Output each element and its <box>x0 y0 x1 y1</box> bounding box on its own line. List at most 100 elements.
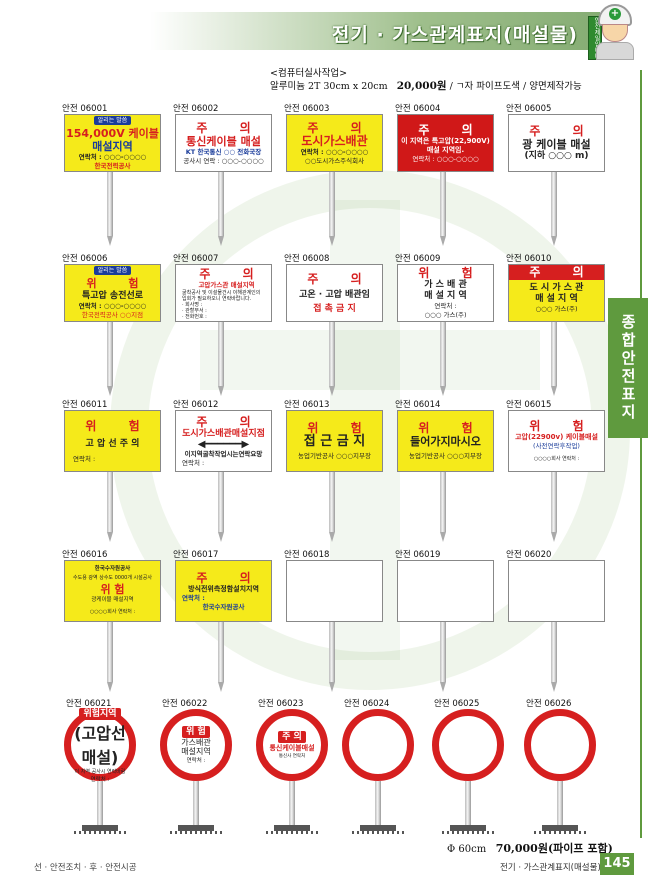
product-code: 안전 06017 <box>173 550 219 560</box>
pole-base <box>360 825 396 831</box>
sign-card[interactable]: 안전 06006 알리는 말씀 위 험 특고압 송전선로 연락처 : ○○○-○… <box>62 252 166 402</box>
sign-pole <box>329 322 335 386</box>
sign-text: 연락처 : ○○○-○○○○ <box>78 302 147 310</box>
sign-heading: 주 의 <box>509 265 604 280</box>
sign-heading: 위 험 <box>307 421 376 435</box>
sign-card[interactable]: 안전 06018 <box>284 548 388 698</box>
product-code: 안전 06014 <box>395 400 441 410</box>
sign-card[interactable]: 안전 06007 주 의 고압가스관 매설지역 굴착공사 및 이설물건시 이해관… <box>173 252 277 402</box>
sign-text: 굴착공사 및 이설물건시 이해관계인의 <box>182 289 261 296</box>
product-code: 안전 06003 <box>284 104 330 114</box>
sign-text: 고 압 선 주 의 <box>85 438 140 449</box>
sign-card[interactable]: 안전 06010 주 의 도 시 가 스 관 매 설 지 역 ○○○ 가스(주) <box>506 252 610 402</box>
product-code: 안전 06022 <box>162 699 208 709</box>
sign-heading: 위 험 <box>529 418 598 433</box>
sign-heading: 주 의 <box>418 122 487 137</box>
sign-board-blank <box>286 560 383 622</box>
sign-card[interactable]: 안전 06004 주 의 이 지역은 특고압(22,900V) 매설 지역임. … <box>395 102 499 252</box>
spec-block: <컴퓨터실사작업> 알루미늄 2T 30cm x 20cm 20,000원 / … <box>270 68 582 93</box>
sign-board: 위 험 고 압 선 주 의 연락처 : <box>64 410 161 472</box>
sign-card[interactable]: 안전 06005 주 의 광 케이블 매설 (지하 ○○○ m) <box>506 102 610 252</box>
sign-text: 특고압 송전선로 <box>81 291 144 301</box>
sign-card[interactable]: 안전 06003 주 의 도시가스배관 연락처 : ○○○-○○○○ ○○도시가… <box>284 102 388 252</box>
sign-card[interactable]: 안전 06019 <box>395 548 499 698</box>
sign-card[interactable]: 안전 06015 위 험 고압(22900v) 케이블매설 (사전연락후작업) … <box>506 398 610 548</box>
product-code: 안전 06024 <box>344 699 390 709</box>
sign-heading: 주 의 <box>307 271 376 286</box>
round-sign-card[interactable]: 안전 06026 <box>522 697 606 847</box>
sign-text: 연락처 : ○○○-○○○○ <box>300 147 369 156</box>
pole-base <box>82 825 118 831</box>
sign-card[interactable]: 안전 06017 주 의 방식전위측정함설치지역 연락처 : 한국수자원공사 <box>173 548 277 698</box>
sign-text: 수도용 광역 상수도 0000개 시설공사 <box>73 575 152 581</box>
sign-pole <box>289 781 295 825</box>
sign-pole <box>193 781 199 825</box>
sign-text: 154,000V 케이블 <box>66 126 159 140</box>
product-code: 안전 06007 <box>173 254 219 264</box>
product-code: 안전 06012 <box>173 400 219 410</box>
sign-board: 위 험 가 스 배 관 매 설 지 역 연락처 : ○○○ 가스(주) <box>397 264 494 322</box>
round-sign-card[interactable]: 안전 06022 위 험 가스배관 매설지역 연락처 : <box>158 697 242 847</box>
sign-board: 주 의 이 지역은 특고압(22,900V) 매설 지역임. 연락처 : ○○○… <box>397 114 494 172</box>
mascot-icon: 안전제일입니다 + <box>584 2 646 62</box>
spec-options: / ㄱ자 파이프도색 / 양면제작가능 <box>449 81 582 92</box>
sign-card[interactable]: 안전 06001 알리는 말씀 154,000V 케이블 매설지역 연락처 : … <box>62 102 166 252</box>
sign-pole <box>551 472 557 532</box>
sign-text: 통신케이블매설 <box>269 744 315 752</box>
sign-text: · 회사명 : <box>182 301 203 308</box>
sign-card[interactable]: 안전 06008 주 의 고온 · 고압 배관임 접 촉 금 지 <box>284 252 388 402</box>
sign-pole <box>218 172 224 236</box>
sign-pole <box>107 172 113 236</box>
sign-heading: 주 의 <box>196 120 265 135</box>
pole-base <box>274 825 310 831</box>
sign-heading: 위 험 <box>85 418 154 433</box>
sign-pole <box>329 172 335 236</box>
sign-text: ○○○○회사 연락처 : <box>89 609 136 615</box>
sign-pole <box>465 781 471 825</box>
sign-text: 통신사 연락처 <box>278 754 306 759</box>
product-code: 안전 06009 <box>395 254 441 264</box>
sign-text: 이 지역 공사시 연락바람 <box>74 768 126 775</box>
sign-text: · 관할부서 : <box>182 307 207 314</box>
sign-text: 가 스 배 관 <box>424 280 467 290</box>
sign-card[interactable]: 안전 06013 위 험 접 근 금 지 농업기반공사 ○○○지부장 <box>284 398 388 548</box>
page-number: 145 <box>600 853 634 875</box>
sign-card[interactable]: 안전 06002 주 의 통신케이블 매설 KT 한국통신 ○○ 전화국장 공사… <box>173 102 277 252</box>
footer-slogan: 선 · 안전조치 · 후 · 안전시공 <box>34 863 137 873</box>
sign-heading: 위험지역 <box>79 707 121 720</box>
sign-text: 매설지역 <box>181 747 211 756</box>
sign-card[interactable]: 안전 06020 <box>506 548 610 698</box>
round-sign-card[interactable]: 안전 06021 위험지역 (고압선매설) 이 지역 공사시 연락바람 연락처 … <box>62 697 146 847</box>
sign-text: KT 한국통신 ○○ 전화국장 <box>185 147 262 156</box>
sign-heading: 위 험 <box>418 421 487 435</box>
sign-text: ○○○ 가스(주) <box>535 305 578 313</box>
sign-card[interactable]: 안전 06014 위 험 들어가지마시오 농업기반공사 ○○○지부장 <box>395 398 499 548</box>
header-band <box>0 12 600 50</box>
round-sign-card[interactable]: 안전 06023 주 의 통신케이블매설 통신사 연락처 <box>254 697 338 847</box>
sign-text: (사전연락후작업) <box>533 441 580 450</box>
sign-text: ○○○ 가스(주) <box>424 311 467 319</box>
side-rule <box>640 438 642 838</box>
round-sign-card[interactable]: 안전 06025 <box>430 697 514 847</box>
sign-text: 들어가지마시오 <box>410 435 481 448</box>
sign-card[interactable]: 안전 06011 위 험 고 압 선 주 의 연락처 : <box>62 398 166 548</box>
product-code: 안전 06026 <box>526 699 572 709</box>
sign-text: ○○도시가스주식회사 <box>304 156 365 165</box>
sign-card[interactable]: 안전 06016 한국수자원공사 수도용 광역 상수도 0000개 시설공사 위… <box>62 548 166 698</box>
sign-card[interactable]: 안전 06009 위 험 가 스 배 관 매 설 지 역 연락처 : ○○○ 가… <box>395 252 499 402</box>
round-sign-card[interactable]: 안전 06024 <box>340 697 424 847</box>
sign-text: 통신케이블 매설 <box>186 134 261 148</box>
arrow-icon: ◀━━━━━━▶ <box>197 438 250 450</box>
sign-text: 광 케이블 매설 <box>522 138 591 151</box>
sign-board: 주 의 도시가스배관 연락처 : ○○○-○○○○ ○○도시가스주식회사 <box>286 114 383 172</box>
sign-card[interactable]: 안전 06012 주 의 도시가스배관매설지점 ◀━━━━━━▶ 이지역굴착작업… <box>173 398 277 548</box>
product-code: 안전 06013 <box>284 400 330 410</box>
notice-badge: 알리는 말씀 <box>93 115 132 125</box>
background-watermark-bar <box>200 330 540 390</box>
sign-heading: 위 험 <box>182 726 210 738</box>
sign-text: 고압(22900v) 케이블매설 <box>515 432 598 441</box>
sign-text: 광케이블 매설지역 <box>91 597 134 603</box>
product-code: 안전 06021 <box>66 699 112 709</box>
product-code: 안전 06008 <box>284 254 330 264</box>
sign-heading: 위 험 <box>86 277 153 290</box>
